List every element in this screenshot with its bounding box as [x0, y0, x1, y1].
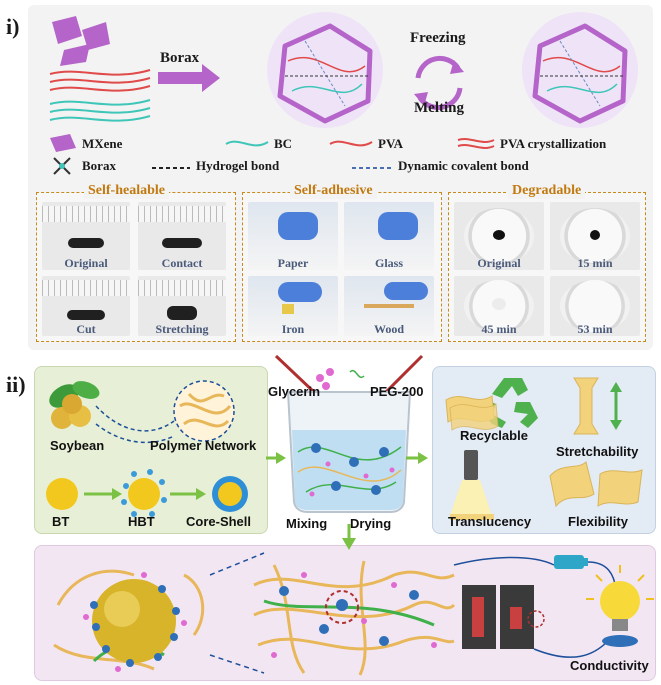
- pipette-right-icon: [349, 354, 424, 394]
- legend-borax-label: Borax: [82, 158, 116, 173]
- stretch-strip-icon: [573, 377, 622, 435]
- degradable-title: Degradable: [508, 183, 586, 199]
- circuit-photo: [462, 585, 545, 649]
- caption-original-degrade: Original: [477, 256, 521, 270]
- network-circle-1: [267, 12, 383, 128]
- translucency-label: Translucency: [448, 514, 532, 529]
- self-healable-title: Self-healable: [84, 183, 169, 199]
- magnified-region-circle: [325, 590, 359, 624]
- flexibility-label: Flexibility: [568, 514, 628, 529]
- legend-bc-label: BC: [274, 136, 293, 151]
- mxene-flakes-icon: [52, 16, 110, 66]
- caption-wood: Wood: [373, 322, 404, 336]
- caption-53min: 53 min: [577, 322, 613, 336]
- soybean-label: Soybean: [50, 438, 105, 453]
- freezing-label: Freezing: [410, 30, 466, 46]
- stretchability-label: Stretchability: [556, 444, 639, 459]
- caption-glass: Glass: [374, 256, 403, 270]
- fiber-network: [253, 560, 456, 676]
- raw-materials-illustration: [46, 380, 248, 517]
- conductivity-label: Conductivity: [570, 658, 649, 673]
- degradable-photo-45min: [454, 276, 544, 336]
- legend-pva-icon: [329, 140, 373, 147]
- arrow-to-beaker-icon: [266, 452, 286, 464]
- degradable-photo-original: [454, 202, 544, 270]
- flashlight-icon: [450, 450, 494, 520]
- caption-45min: 45 min: [481, 322, 517, 336]
- soybean-icon: [49, 381, 100, 429]
- self-healable-photo-cut: [42, 276, 130, 336]
- caption-stretching: Stretching: [155, 322, 209, 336]
- legend-pva-label: PVA: [378, 136, 404, 151]
- panel-i-schematic: [49, 12, 638, 175]
- caption-15min: 15 min: [577, 256, 613, 270]
- self-adhesive-title: Self-adhesive: [290, 183, 377, 199]
- arrow-to-properties-icon: [406, 452, 428, 464]
- melting-label: Melting: [414, 100, 464, 116]
- self-adhesive-photo-iron: [248, 276, 338, 336]
- panel-i-label: i): [6, 14, 20, 39]
- legend-pva-crystallization-icon: [457, 138, 495, 149]
- caption-paper: Paper: [277, 256, 309, 270]
- caption-iron: Iron: [281, 322, 305, 336]
- peg-label: PEG-200: [370, 384, 424, 399]
- hbt-particle-icon: [121, 469, 167, 517]
- self-adhesive-photo-paper: [248, 202, 338, 270]
- bt-particle-icon: [46, 478, 78, 510]
- freeze-melt-cycle-icon: [414, 56, 464, 110]
- legend-borax-icon: [53, 157, 71, 175]
- core-shell-particle-large: [92, 579, 176, 663]
- legend-mxene-label: MXene: [82, 136, 123, 151]
- mixing-label: Mixing: [286, 516, 328, 531]
- borax-arrow-icon: [158, 64, 220, 92]
- flexible-film-icon: [549, 461, 643, 508]
- properties-illustration: [445, 377, 643, 520]
- self-adhesive-photo-wood: [344, 276, 434, 336]
- caption-contact: Contact: [161, 256, 203, 270]
- glycerin-label: Glycerin: [268, 384, 321, 399]
- pva-strands-icon: [49, 69, 151, 92]
- drying-label: Drying: [350, 516, 392, 531]
- legend-hydrogel-bond-label: Hydrogel bond: [196, 158, 280, 173]
- battery-icon: [554, 555, 588, 569]
- microstructure-illustration: [53, 552, 654, 676]
- self-adhesive-photo-glass: [344, 202, 434, 270]
- polymer-network-label: Polymer Network: [150, 438, 257, 453]
- polymer-network-icon: [173, 380, 235, 442]
- caption-original-heal: Original: [64, 256, 108, 270]
- self-healable-photo-original: [42, 202, 130, 270]
- legend-bc-icon: [225, 140, 269, 147]
- bc-strands-icon: [49, 99, 151, 122]
- light-bulb-icon: [586, 565, 654, 647]
- core-shell-particle-icon: [212, 476, 248, 512]
- bt-label: BT: [52, 514, 70, 529]
- recyclable-label: Recyclable: [460, 428, 528, 443]
- hbt-label: HBT: [128, 514, 155, 529]
- network-circle-2: [522, 12, 638, 128]
- borax-arrow-label: Borax: [160, 50, 200, 66]
- self-healable-photo-contact: [138, 202, 226, 270]
- caption-cut: Cut: [76, 322, 96, 336]
- degradable-photo-53min: [550, 276, 640, 336]
- degradable-photo-15min: [550, 202, 640, 270]
- down-arrow-icon: [342, 538, 356, 550]
- panel-ii-label: ii): [6, 372, 26, 397]
- legend-dynamic-bond-label: Dynamic covalent bond: [398, 158, 529, 173]
- self-healable-photo-stretching: [138, 276, 226, 336]
- film-sheets-icon: [445, 395, 499, 431]
- legend-mxene-icon: [50, 134, 76, 152]
- mixing-beaker-illustration: [274, 354, 424, 550]
- legend-pva-crystallization-label: PVA crystallization: [500, 136, 607, 151]
- pipette-left-icon: [274, 354, 334, 394]
- core-shell-label: Core-Shell: [186, 514, 252, 529]
